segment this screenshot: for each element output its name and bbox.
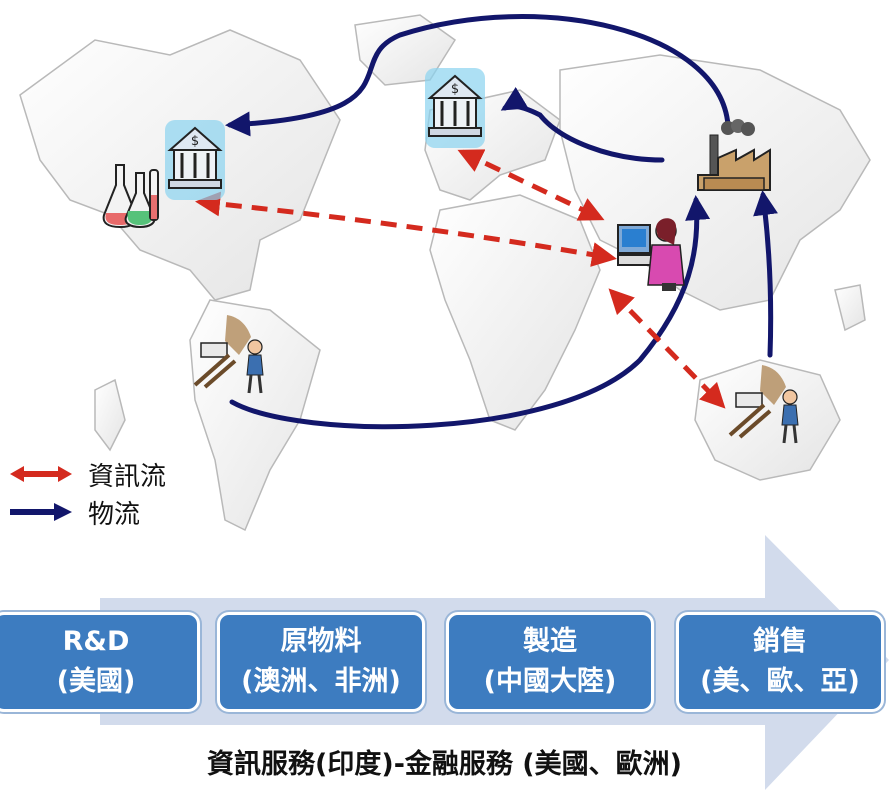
stage-title: R&D bbox=[62, 626, 130, 657]
stage-region: (美國) bbox=[56, 666, 136, 697]
stage-region: (中國大陸) bbox=[483, 666, 617, 697]
bottom-caption: 資訊服務(印度)-金融服務 (美國、歐洲) bbox=[207, 749, 682, 780]
stage-box-raw-materials: 原物料 (澳洲、非洲) bbox=[217, 612, 425, 712]
logistics-flow-arrows bbox=[225, 14, 778, 430]
legend: 資訊流 物流 bbox=[10, 455, 230, 535]
legend-info-flow: 資訊流 bbox=[10, 459, 166, 492]
stage-box-sales: 銷售 (美、歐、亞) bbox=[676, 612, 884, 712]
lab-flasks-icon bbox=[102, 164, 159, 229]
bank-icon: $ bbox=[425, 68, 485, 148]
stage-region: (澳洲、非洲) bbox=[241, 666, 401, 697]
africa-landmass bbox=[429, 194, 601, 431]
info-flow-arrows bbox=[195, 149, 726, 409]
computer-user-icon bbox=[617, 218, 685, 291]
stage-region: (美、歐、亞) bbox=[700, 666, 860, 697]
australia-landmass bbox=[694, 359, 841, 481]
factory-icon bbox=[697, 119, 771, 191]
stage-box-rnd: R&D (美國) bbox=[0, 612, 200, 712]
miner-icon bbox=[193, 315, 264, 394]
info-arrow bbox=[608, 288, 726, 409]
legend-info-flow-label: 資訊流 bbox=[88, 461, 167, 492]
navy-arrow-icon bbox=[10, 503, 72, 521]
info-arrow bbox=[195, 191, 617, 267]
legend-logistics-flow-label: 物流 bbox=[88, 499, 141, 530]
logistics-arrow bbox=[229, 195, 711, 430]
stage-title: 製造 bbox=[523, 626, 577, 657]
logistics-arrow bbox=[225, 14, 731, 137]
svg-text:$: $ bbox=[451, 82, 459, 97]
island-landmass bbox=[834, 284, 866, 332]
miner-icon bbox=[728, 365, 799, 444]
island-landmass bbox=[94, 378, 126, 452]
bank-icon: $ bbox=[165, 120, 225, 200]
stage-title: 原物料 bbox=[280, 626, 362, 657]
stage-title: 銷售 bbox=[753, 626, 807, 657]
legend-logistics-flow: 物流 bbox=[10, 497, 140, 530]
logistics-arrow bbox=[753, 190, 778, 358]
stage-box-manufacturing: 製造 (中國大陸) bbox=[446, 612, 654, 712]
svg-text:$: $ bbox=[191, 134, 199, 149]
red-double-arrow-icon bbox=[10, 466, 72, 482]
logistics-arrow bbox=[500, 87, 665, 163]
